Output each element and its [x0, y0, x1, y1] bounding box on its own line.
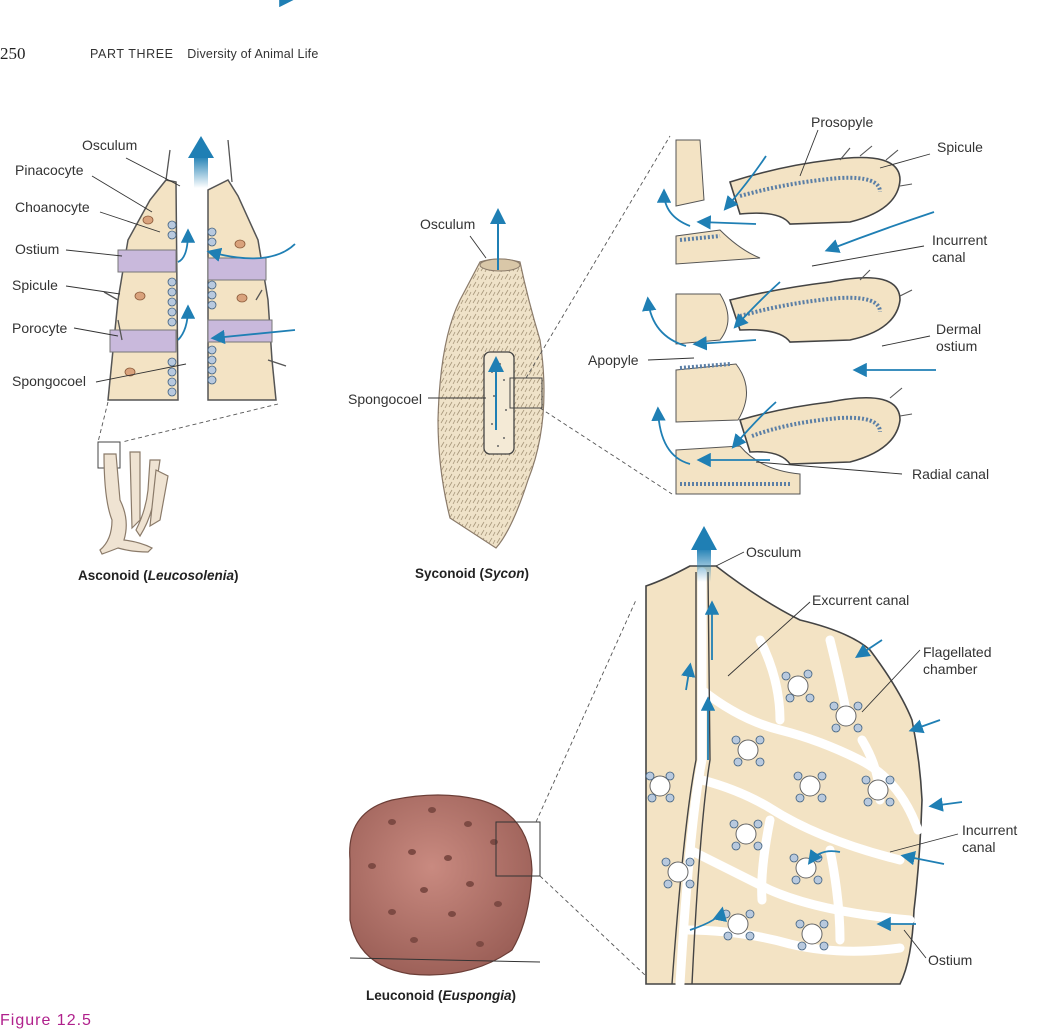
- leuconoid-caption-suffix: ): [511, 988, 517, 1003]
- syconoid-dermal-ostium-label: Dermal ostium: [936, 321, 982, 354]
- leuconoid-caption-genus: Euspongia: [442, 988, 512, 1003]
- syconoid-caption: Syconoid (Sycon): [415, 566, 529, 581]
- syconoid-caption-genus: Sycon: [484, 566, 525, 581]
- figure-tag: Figure 12.5: [0, 1012, 92, 1029]
- syconoid-spicule-label: Spicule: [937, 139, 983, 155]
- syconoid-prosopyle-label: Prosopyle: [811, 114, 874, 130]
- leuconoid-flagellated-chamber-label: Flagellated chamber: [923, 644, 992, 677]
- asconoid-spongocoel-label: Spongocoel: [12, 373, 86, 389]
- syconoid-incurrent-canal-label: Incurrent canal: [932, 232, 988, 265]
- asconoid-spicule-label: Spicule: [12, 277, 58, 293]
- asconoid-pinacocyte-label: Pinacocyte: [15, 162, 84, 178]
- leuconoid-diagram: [349, 599, 647, 977]
- asconoid-caption: Asconoid (Leucosolenia): [78, 568, 239, 583]
- leuconoid-osculum-label: Osculum: [746, 544, 802, 560]
- asconoid-caption-genus: Leucosolenia: [147, 568, 235, 583]
- asconoid-osculum-label: Osculum: [82, 137, 138, 153]
- leuconoid-caption-prefix: Leuconoid (: [366, 988, 443, 1003]
- page-number: 250: [0, 44, 26, 63]
- leuconoid-ostium-label: Ostium: [928, 952, 973, 968]
- chapter-title: Diversity of Animal Life: [187, 47, 319, 61]
- syconoid-apopyle-label: Apopyle: [588, 352, 639, 368]
- leuconoid-excurrent-canal-label: Excurrent canal: [812, 592, 910, 608]
- part-label: PART THREE: [90, 47, 174, 61]
- leuconoid-caption: Leuconoid (Euspongia): [366, 988, 516, 1003]
- running-head: PART THREE Diversity of Animal Life: [90, 47, 319, 61]
- syconoid-caption-prefix: Syconoid (: [415, 566, 485, 581]
- asconoid-caption-suffix: ): [234, 568, 239, 583]
- syconoid-radial-canal-label: Radial canal: [912, 466, 990, 482]
- leuconoid-enlarged-section: [645, 526, 963, 989]
- syconoid-spongocoel-label: Spongocoel: [348, 391, 422, 407]
- asconoid-porocyte-label: Porocyte: [12, 320, 68, 336]
- syconoid-caption-suffix: ): [524, 566, 530, 581]
- syconoid-diagram: [428, 135, 673, 549]
- syconoid-osculum-label: Osculum: [420, 216, 476, 232]
- asconoid-diagram: [65, 136, 296, 555]
- asconoid-ostium-label: Ostium: [15, 241, 60, 257]
- leuconoid-incurrent-canal-label: Incurrent canal: [962, 822, 1018, 855]
- asconoid-choanocyte-label: Choanocyte: [15, 199, 90, 215]
- syconoid-enlarged-section: [642, 129, 936, 495]
- asconoid-caption-prefix: Asconoid (: [78, 568, 148, 583]
